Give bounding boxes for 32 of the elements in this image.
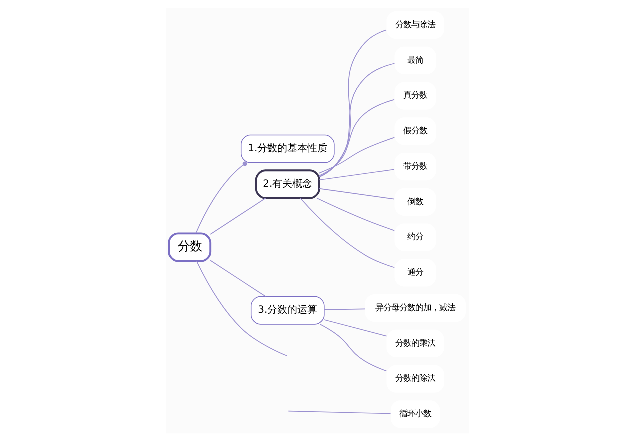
- node-text: 分数的乘法: [395, 338, 436, 348]
- connector: [324, 320, 387, 337]
- connector: [324, 308, 365, 310]
- node-text: 分数与除法: [395, 19, 436, 30]
- node-text: 循环小数: [399, 408, 432, 419]
- node-box: 2.有关概念: [254, 170, 320, 200]
- connector: [319, 324, 387, 372]
- connector: [195, 162, 247, 234]
- node-text: 真分数: [403, 90, 428, 100]
- node-text: 最简: [407, 54, 424, 65]
- connector: [318, 137, 395, 174]
- connector: [300, 198, 395, 268]
- connector: [288, 410, 391, 414]
- node-text: 约分: [407, 232, 424, 242]
- node-box: 分数: [168, 232, 212, 262]
- node-text: 分数的除法: [395, 373, 436, 384]
- connector: [210, 260, 266, 298]
- connector: [196, 261, 288, 356]
- node-box: 1.分数的基本性质: [240, 134, 334, 164]
- node-box: 3.分数的运算: [250, 296, 324, 325]
- node-text: 异分母分数的加，减法: [375, 302, 456, 312]
- connector: [210, 198, 266, 235]
- connector: [318, 169, 394, 181]
- node-text: 假分数: [403, 126, 428, 136]
- connector: [318, 99, 394, 176]
- connector: [318, 63, 395, 178]
- node-text: 带分数: [403, 160, 428, 171]
- node-text: 倒数: [407, 196, 424, 206]
- connector: [318, 30, 386, 178]
- node-text: 通分: [407, 267, 424, 278]
- connector: [316, 198, 395, 232]
- connector: [318, 188, 394, 200]
